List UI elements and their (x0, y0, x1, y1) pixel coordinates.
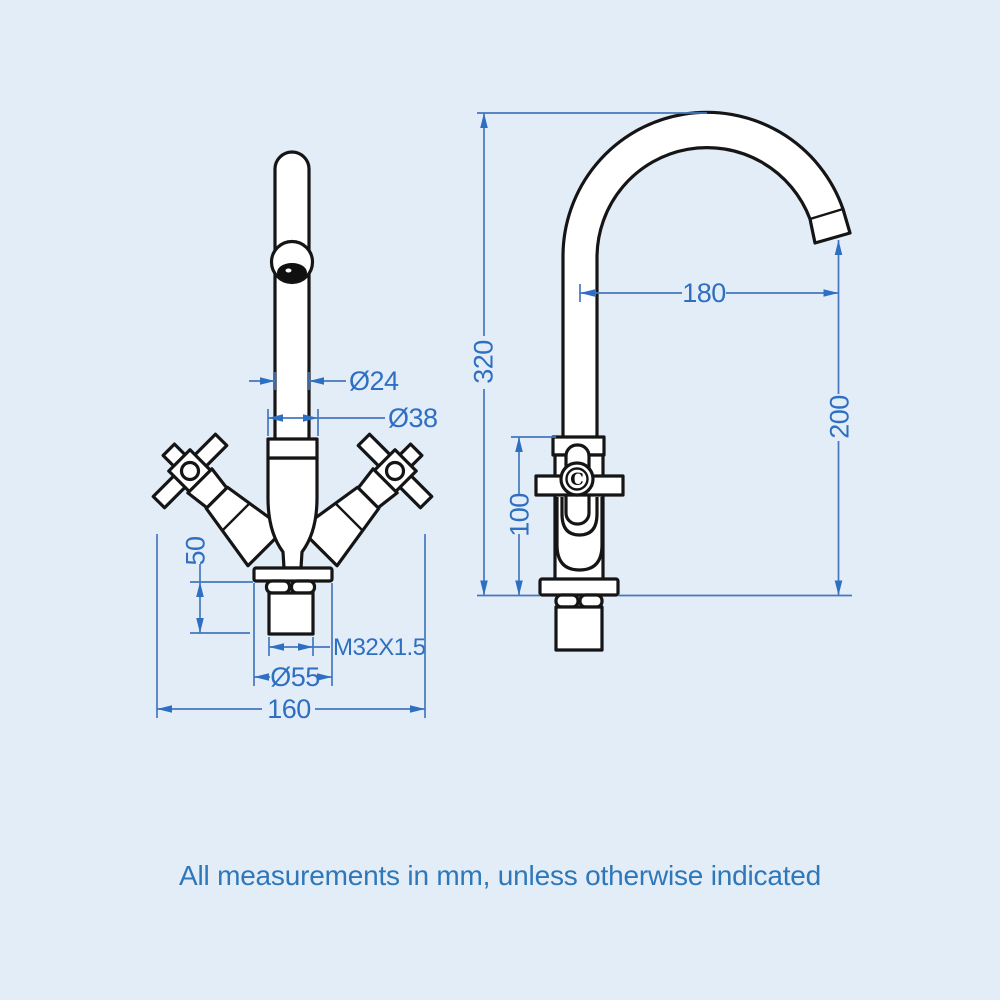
dim-label-thread-size: M32X1.5 (333, 634, 426, 661)
front-aerator-highlight (285, 268, 292, 273)
side-handle-hub-ring (565, 467, 589, 491)
dim-spout-reach: 180 (579, 278, 839, 308)
side-view: C (534, 110, 852, 652)
dim-overall-height: 320 (469, 112, 707, 596)
dim-base-diameter: Ø55 (253, 583, 333, 692)
side-handle-index-letter: C (570, 470, 584, 490)
front-locknut-right (289, 579, 317, 595)
front-spout-tube (273, 150, 311, 444)
side-nozzle-joint-line (808, 207, 845, 221)
side-locknut-right (578, 593, 604, 609)
dim-thread-size: M32X1.5 (268, 634, 426, 661)
dim-spout-height: 200 (825, 240, 855, 596)
dim-body-diameter: Ø38 (267, 403, 438, 436)
front-body-collar (266, 437, 319, 460)
dim-label-overall-height: 320 (469, 340, 499, 384)
front-shank (267, 591, 315, 636)
front-dimensions: Ø24 Ø38 50 M32X1.5 (156, 366, 438, 724)
side-shank (554, 605, 604, 652)
dim-body-height: 100 (505, 436, 556, 596)
dim-label-base-diameter: Ø55 (270, 662, 320, 692)
dim-label-body-diameter: Ø38 (388, 403, 438, 433)
front-locknut-left (264, 579, 292, 595)
dim-label-body-height: 100 (505, 493, 535, 537)
dim-overall-width: 160 (156, 534, 426, 724)
dim-label-spout-diameter: Ø24 (349, 366, 399, 396)
dim-label-spout-height: 200 (825, 395, 855, 439)
dim-label-spout-reach: 180 (682, 278, 726, 308)
front-aerator-outlet (277, 263, 307, 282)
dim-label-shank-length: 50 (181, 536, 211, 565)
side-locknut-left (554, 593, 580, 609)
front-base-flange (252, 566, 334, 583)
dim-spout-diameter: Ø24 (249, 366, 400, 396)
front-view (136, 150, 449, 636)
side-base-flange (538, 577, 620, 597)
side-dimensions: 320 180 200 100 (469, 112, 855, 597)
dim-label-overall-width: 160 (267, 694, 311, 724)
dim-shank-length: 50 (181, 536, 253, 634)
measurements-note: All measurements in mm, unless otherwise… (178, 860, 822, 891)
